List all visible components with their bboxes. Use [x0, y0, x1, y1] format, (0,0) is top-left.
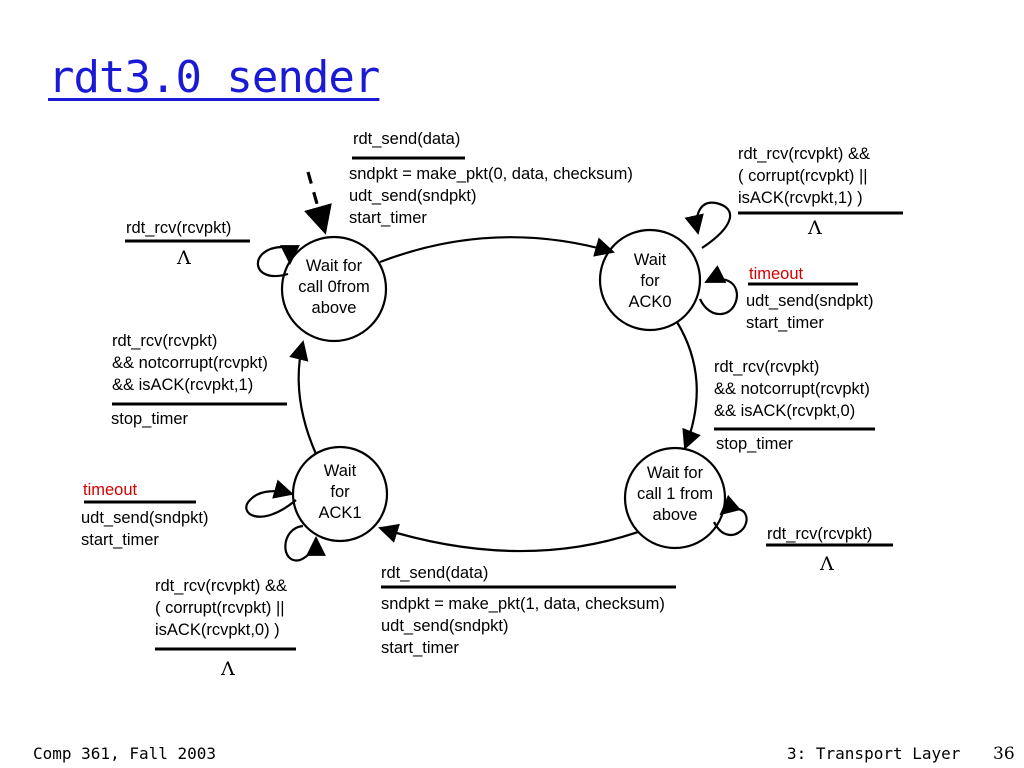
action-ack1-call0: stop_timer — [111, 410, 189, 428]
actions-ack0-timeout: udt_send(sndpkt) start_timer — [746, 292, 874, 332]
edge-call1-ack1 — [378, 523, 639, 553]
lambda-init-self: Λ — [177, 247, 191, 269]
event-ack1-timeout: timeout — [83, 481, 138, 499]
action-ack0-call1: stop_timer — [716, 435, 794, 453]
event-ack0-call1: rdt_rcv(rcvpkt) && notcorrupt(rcvpkt) &&… — [714, 358, 870, 420]
actions-ack1-timeout: udt_send(sndpkt) start_timer — [81, 509, 209, 549]
event-ack1-corrupt: rdt_rcv(rcvpkt) && ( corrupt(rcvpkt) || … — [155, 577, 288, 639]
selfloop-call1 — [713, 494, 748, 536]
state-wait-call0-circle — [280, 235, 388, 343]
state-wait-ack0-circle — [598, 228, 702, 332]
event-init-self: rdt_rcv(rcvpkt) — [126, 219, 232, 237]
lambda-ack0-corrupt: Λ — [808, 217, 822, 239]
edge-ack1-call0 — [289, 340, 318, 455]
lambda-call1-self: Λ — [820, 553, 834, 575]
selfloop-call0 — [256, 245, 300, 277]
page-number: 36 — [993, 744, 1015, 764]
selfloop-ack1-corrupt — [284, 524, 326, 562]
selfloop-ack1-timeout — [245, 479, 297, 518]
selfloop-ack0-timeout — [698, 265, 739, 316]
footer-course: Comp 361, Fall 2003 — [33, 744, 217, 763]
event-rdt-send-0: rdt_send(data) — [353, 130, 461, 148]
event-ack1-call0: rdt_rcv(rcvpkt) && notcorrupt(rcvpkt) &&… — [112, 332, 268, 394]
event-ack0-timeout: timeout — [749, 265, 804, 283]
lambda-ack1-corrupt: Λ — [221, 658, 235, 680]
edge-ack0-call1 — [676, 321, 701, 450]
selfloop-ack0-upper — [684, 201, 732, 249]
page-title: rdt3.0 sender — [48, 52, 380, 103]
edge-call0-ack0 — [379, 236, 615, 264]
event-rdt-send-1: rdt_send(data) — [381, 564, 489, 582]
actions-call0-ack0: sndpkt = make_pkt(0, data, checksum) udt… — [349, 165, 633, 227]
actions-call1-ack1: sndpkt = make_pkt(1, data, checksum) udt… — [381, 595, 665, 657]
initial-arrow — [304, 171, 332, 235]
event-ack0-corrupt: rdt_rcv(rcvpkt) && ( corrupt(rcvpkt) || … — [738, 145, 871, 207]
footer-chapter: 3: Transport Layer — [787, 744, 961, 763]
event-call1-self: rdt_rcv(rcvpkt) — [767, 525, 873, 543]
